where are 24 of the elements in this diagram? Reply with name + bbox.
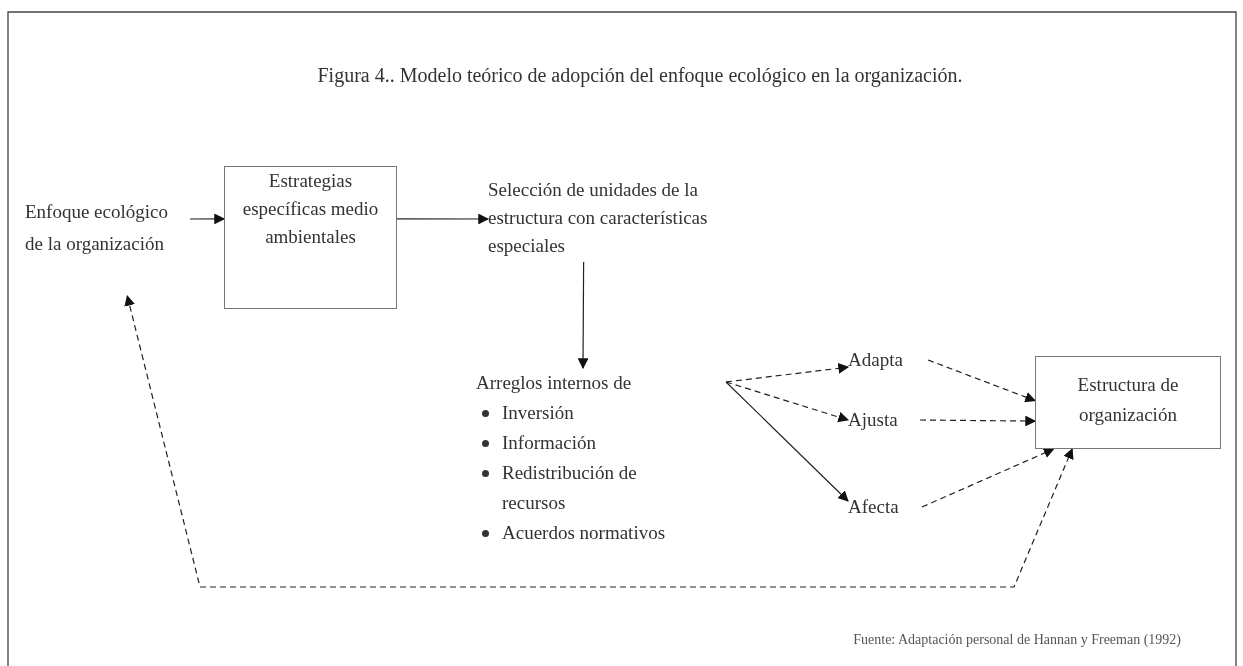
list-item: Redistribución de recursos <box>502 462 637 513</box>
arrow <box>124 294 1074 588</box>
arrow <box>921 448 1055 508</box>
figure-title: Figura 4.. Modelo teórico de adopción del enfoque ecológico en la organización. <box>316 64 964 87</box>
node-text: Ajusta <box>848 408 899 432</box>
arrow <box>725 381 850 423</box>
list-item: Acuerdos normativos <box>502 522 666 543</box>
arrow <box>919 415 1037 427</box>
list-item: Inversión <box>502 402 574 423</box>
arrow <box>577 261 589 370</box>
arrow <box>927 359 1036 403</box>
node-text: Adapta <box>848 348 904 372</box>
node-text: Enfoque ecológico de la organización <box>25 200 169 256</box>
list-item: Información <box>502 432 596 453</box>
node-text: Afecta <box>848 495 900 519</box>
node-text: Selección de unidades de la estructura con características especiales <box>488 178 709 258</box>
arrow <box>396 213 490 225</box>
source-note: Fuente: Adaptación personal de Hannan y Freeman (1992) <box>853 632 1181 648</box>
process-box: Estrategias específicas medio ambientales <box>224 166 397 309</box>
list-heading: Arreglos internos de <box>476 371 633 395</box>
arrow <box>725 363 850 383</box>
arrow <box>725 381 849 502</box>
arrow <box>189 213 226 225</box>
process-box: Estructura de organización <box>1035 356 1221 449</box>
